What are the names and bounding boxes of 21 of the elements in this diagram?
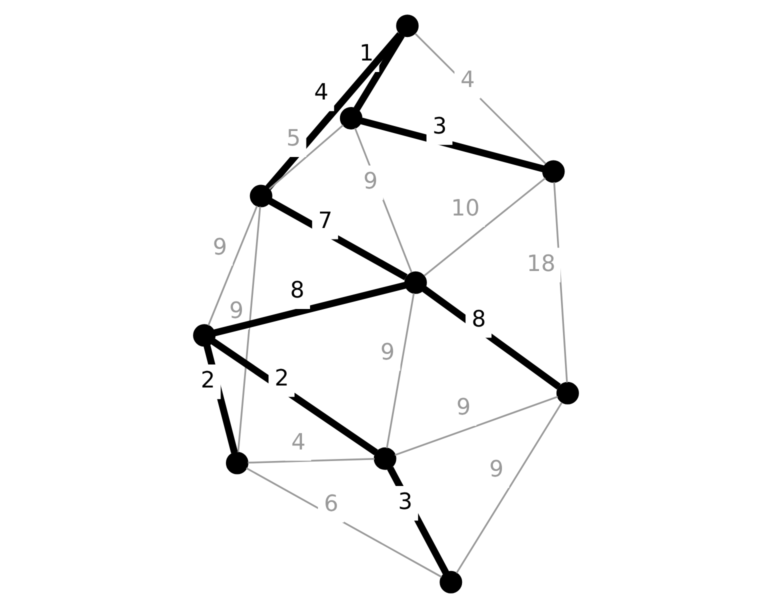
edge-label: 9 [489, 456, 504, 482]
edge-label: 1 [359, 40, 374, 67]
edge-label: 10 [451, 195, 480, 222]
edge-label: 5 [286, 126, 301, 152]
edge-label: 9 [456, 394, 471, 420]
edge-label: 6 [324, 491, 338, 518]
edge-label: 4 [460, 67, 475, 94]
edge-label: 9 [212, 234, 228, 260]
edge-label: 8 [472, 306, 486, 332]
edge-label: 3 [432, 113, 447, 140]
edge-label: 18 [526, 250, 556, 277]
edge-label: 9 [380, 339, 395, 366]
edge-label: 3 [398, 489, 412, 516]
edge-label: 9 [229, 298, 244, 324]
edge-label: 4 [314, 80, 329, 106]
edge-label: 2 [200, 368, 216, 394]
edge-label: 7 [318, 208, 333, 234]
edge-label: 2 [274, 365, 289, 392]
edge-label: 4 [291, 429, 306, 456]
edge-label: 9 [363, 168, 378, 195]
edge-label: 8 [290, 278, 304, 304]
